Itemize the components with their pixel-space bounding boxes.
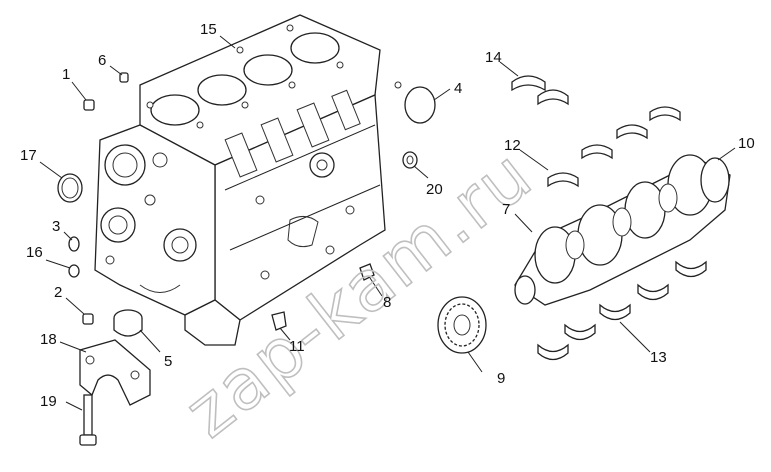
callout-10: 10 bbox=[738, 135, 755, 152]
part-cap-bolt-19 bbox=[79, 394, 97, 446]
part-nozzle-8 bbox=[359, 263, 375, 281]
part-lower-bearing-shells-13 bbox=[537, 260, 707, 361]
callout-6: 6 bbox=[98, 52, 106, 69]
callout-20: 20 bbox=[426, 181, 443, 198]
callout-19: 19 bbox=[40, 393, 57, 410]
cylinder-block bbox=[94, 14, 386, 346]
callout-14: 14 bbox=[485, 49, 502, 66]
callout-labels: 1 2 3 4 5 6 7 8 9 10 11 12 13 14 15 16 1… bbox=[20, 21, 755, 410]
part-cover-plate-4 bbox=[394, 81, 436, 124]
part-bolt-6 bbox=[119, 72, 129, 83]
callout-4: 4 bbox=[454, 80, 462, 97]
part-plug-20 bbox=[402, 151, 418, 169]
part-plug-16 bbox=[68, 264, 80, 278]
part-pin-3 bbox=[68, 236, 80, 252]
callout-7: 7 bbox=[502, 201, 510, 218]
callout-5: 5 bbox=[164, 353, 172, 370]
part-crankshaft-7 bbox=[514, 154, 731, 306]
callout-8: 8 bbox=[383, 294, 391, 311]
part-dowel-2 bbox=[82, 313, 94, 325]
callout-13: 13 bbox=[650, 349, 667, 366]
callout-12: 12 bbox=[504, 137, 521, 154]
part-main-bearing-cap-18 bbox=[79, 339, 151, 406]
part-upper-bearing-shells-12 bbox=[547, 106, 681, 188]
part-nozzle-11 bbox=[271, 311, 287, 331]
callout-3: 3 bbox=[52, 218, 60, 235]
callout-17: 17 bbox=[20, 147, 37, 164]
callout-9: 9 bbox=[497, 370, 505, 387]
callout-11: 11 bbox=[289, 338, 305, 355]
part-plug-1 bbox=[83, 99, 95, 111]
callout-16: 16 bbox=[26, 244, 43, 261]
part-thrust-bearing-14 bbox=[511, 75, 569, 106]
callout-15: 15 bbox=[200, 21, 217, 38]
callout-1: 1 bbox=[62, 66, 70, 83]
callout-2: 2 bbox=[54, 284, 62, 301]
part-crank-gear-9 bbox=[437, 296, 487, 354]
part-bushing-5 bbox=[113, 309, 143, 337]
part-seal-ring-17 bbox=[57, 173, 83, 203]
leader-lines bbox=[39, 35, 736, 411]
callout-18: 18 bbox=[40, 331, 57, 348]
